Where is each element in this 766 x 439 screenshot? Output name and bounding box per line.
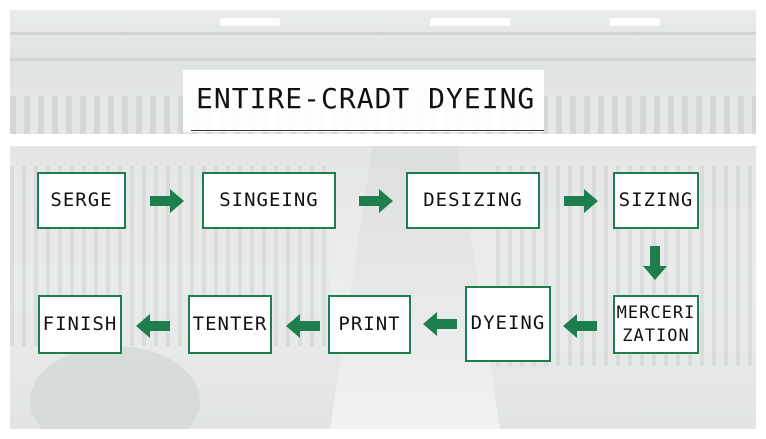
step-dyeing-box: DYEING [465,286,551,362]
arrow-left-icon [286,314,320,338]
step-mercerization-box: MERCERI ZATION [613,295,699,354]
step-tenter-box: TENTER [188,295,272,354]
step-sizing-box: SIZING [613,172,699,229]
title-plate [183,70,544,132]
arrow-down-icon [643,246,667,280]
arrow-right-icon [564,189,598,213]
step-singeing-box: SINGEING [202,172,336,229]
step-serge-box: SERGE [37,172,126,229]
arrow-right-icon [150,189,184,213]
arrow-left-icon [423,312,457,336]
arrow-left-icon [563,314,597,338]
step-desizing-box: DESIZING [406,172,540,229]
title-underline [191,130,544,131]
page-title: ENTIRE-CRADT DYEING [196,82,536,115]
step-print-box: PRINT [328,295,411,354]
arrow-left-icon [136,314,170,338]
arrow-right-icon [359,189,393,213]
step-finish-box: FINISH [38,295,122,354]
